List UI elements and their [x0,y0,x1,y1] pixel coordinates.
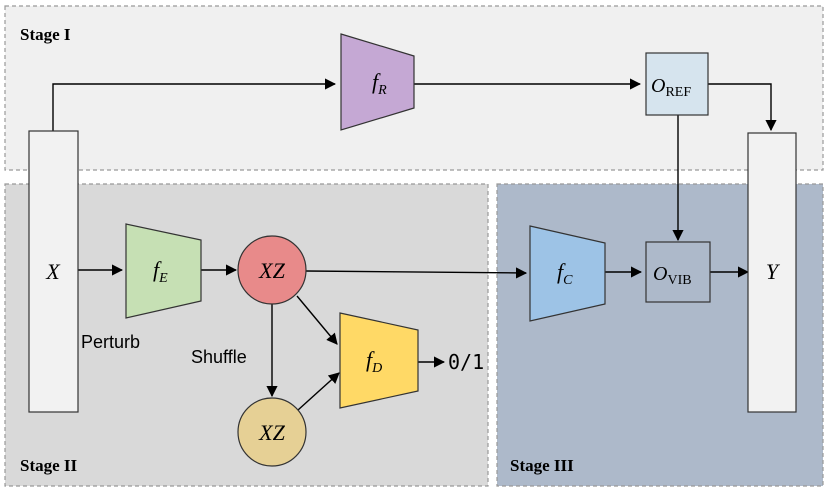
xz-shuffled-label: XZ [258,420,285,445]
arrow-oref-to-y [708,83,777,132]
stage-2-label: Stage II [20,456,78,475]
fc-label: fC [557,259,573,288]
output-y-box [747,132,797,413]
shuffle-label: Shuffle [191,347,247,367]
fr-label: fR [372,69,387,98]
fe-label: fE [153,257,168,286]
perturb-label: Perturb [81,332,140,352]
xz-label: XZ [258,258,285,283]
oref-label: OREF [651,75,691,100]
fr-trapezoid [340,33,415,131]
discriminator-output-label: 0/1 [448,350,484,374]
fd-trapezoid [339,312,419,409]
input-x-label: X [45,259,61,284]
fd-label: fD [366,347,382,376]
arrow-xz2-to-fd [297,372,340,411]
ovib-box [645,241,711,303]
fc-trapezoid [529,225,606,322]
stage-1-label: Stage I [20,25,71,44]
xz-shuffled-circle [237,397,307,467]
fe-trapezoid [125,223,202,319]
ovib-label: OVIB [653,263,692,288]
output-y-label: Y [766,259,781,284]
arrow-xz-to-fc [305,267,528,279]
xz-circle [237,235,307,305]
oref-box [645,52,709,116]
arrow-x-to-fr [52,78,337,131]
input-x-box [28,130,79,413]
arrow-xz-to-fd [296,295,338,345]
stage-3-label: Stage III [510,456,574,475]
